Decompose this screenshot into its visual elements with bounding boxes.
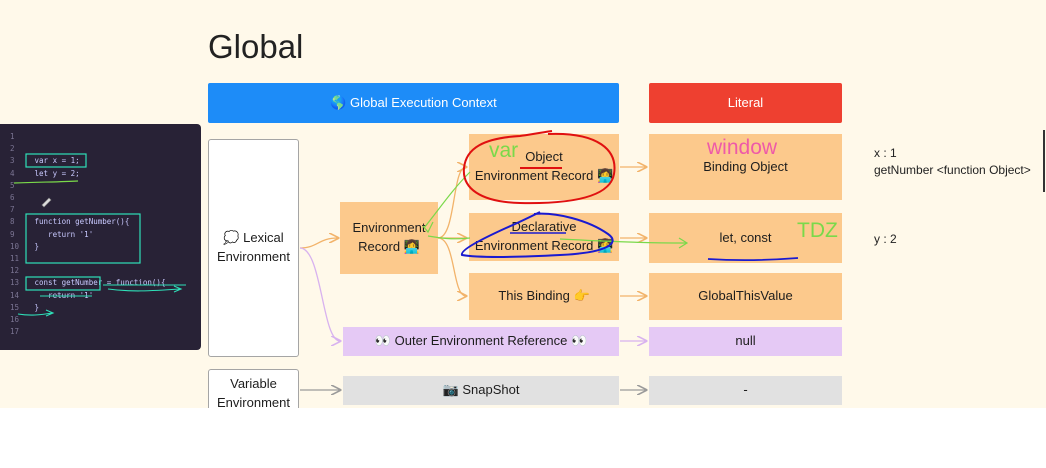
line-number: 11	[10, 254, 20, 263]
code-line: 10 }	[0, 242, 39, 252]
snapshot-box: 📷 SnapShot	[343, 376, 619, 405]
code-line: 7	[0, 205, 30, 215]
line-number: 6	[10, 193, 15, 202]
teal-ink-arrow-brace	[17, 309, 55, 317]
line-number: 4	[10, 168, 15, 178]
code-line: 12	[0, 266, 30, 276]
object-record-line1: Object	[525, 149, 563, 165]
connectors-layer	[13, 130, 799, 408]
teal-ink-box-function	[25, 213, 141, 264]
let-const-box: let, const	[649, 213, 842, 263]
code-text: const getNumber = function(){	[30, 278, 166, 288]
code-text: function getNumber(){	[30, 217, 130, 227]
literal-header: Literal	[649, 83, 842, 123]
note-x: x : 1	[874, 146, 897, 160]
green-ink-arrowhead	[678, 237, 689, 249]
global-execution-context-header: 🌎 Global Execution Context	[208, 83, 619, 123]
code-line: 9 return '1'	[0, 230, 93, 240]
green-ink-branch-1	[423, 171, 471, 229]
line-number: 16	[10, 315, 20, 324]
code-text: return '1'	[30, 290, 94, 300]
code-line: 1	[0, 132, 30, 142]
arrow-lexical-to-record	[299, 238, 338, 249]
page-title: Global	[208, 28, 304, 65]
code-line: 11	[0, 254, 30, 264]
code-text: }	[30, 302, 40, 312]
arrow-record-to-object	[437, 167, 466, 239]
code-line: 2	[0, 144, 30, 154]
line-number: 9	[10, 229, 15, 239]
code-text: var x = 1;	[30, 156, 80, 166]
declarative-environment-record-box: Declarative Environment Record 👩‍💻	[469, 213, 619, 261]
code-line: 3 var x = 1;	[0, 156, 80, 166]
environment-record-box: Environment Record 👩‍💻	[340, 202, 438, 274]
line-number: 2	[10, 144, 15, 154]
code-text: let y = 2;	[30, 168, 80, 178]
note-y: y : 2	[874, 232, 897, 246]
declarative-record-line1: Declarative	[511, 219, 577, 235]
arrow-record-to-this	[437, 237, 466, 296]
line-number: 10	[10, 241, 20, 251]
outer-environment-reference-box: 👀 Outer Environment Reference 👀	[343, 327, 619, 356]
code-line: 13 const getNumber = function(){	[0, 278, 165, 288]
scroll-edge-line	[1043, 130, 1045, 192]
green-ink-branch-2	[427, 235, 471, 240]
blue-ink-loop	[461, 211, 614, 258]
global-this-value-box: GlobalThisValue	[649, 273, 842, 320]
code-line: 5	[0, 181, 30, 191]
code-text: }	[30, 241, 40, 251]
line-number: 12	[10, 266, 20, 276]
null-box: null	[649, 327, 842, 356]
green-ink-check	[422, 221, 434, 234]
line-number: 1	[10, 132, 15, 141]
code-line: 15 }	[0, 303, 39, 313]
green-ink-underline-let	[13, 180, 79, 184]
this-binding-box: This Binding 👉	[469, 273, 619, 320]
code-line: 6	[0, 193, 30, 203]
red-ink-circle	[462, 130, 616, 205]
note-get-number: getNumber <function Object>	[874, 163, 1031, 177]
teal-ink-box-const	[25, 276, 101, 291]
line-number: 13	[10, 278, 20, 288]
line-number: 3	[10, 156, 15, 166]
arrow-lexical-to-outer	[299, 247, 340, 341]
dash-box: -	[649, 376, 842, 405]
teal-ink-box-var	[25, 153, 87, 168]
line-number: 15	[10, 302, 20, 312]
var-annotation: var	[489, 139, 519, 162]
window-annotation: window	[707, 136, 778, 159]
code-line: 17	[0, 327, 30, 337]
code-text: return '1'	[30, 229, 94, 239]
line-number: 17	[10, 327, 20, 337]
lexical-environment-box: 💭 Lexical Environment	[208, 139, 299, 357]
binding-object-box: Binding Object	[649, 134, 842, 200]
code-line: 16	[0, 315, 30, 325]
green-ink-arrow-tdz	[559, 238, 687, 244]
teal-ink-arrow-function	[107, 285, 183, 293]
code-line: 14 return '1'	[0, 291, 93, 301]
object-record-line2: Environment Record 👩‍💻	[474, 168, 614, 183]
blue-ink-underline-let	[707, 257, 799, 261]
declarative-record-line2: Environment Record 👩‍💻	[474, 238, 614, 253]
code-line: 8 function getNumber(){	[0, 217, 129, 227]
line-number: 7	[10, 205, 15, 215]
line-number: 8	[10, 217, 15, 227]
code-line: 4 let y = 2;	[0, 169, 80, 179]
tdz-annotation: TDZ	[797, 219, 838, 242]
line-number: 14	[10, 290, 20, 300]
pencil-icon	[41, 197, 52, 208]
line-number: 5	[10, 180, 15, 190]
variable-environment-box: Variable Environment	[208, 369, 299, 408]
